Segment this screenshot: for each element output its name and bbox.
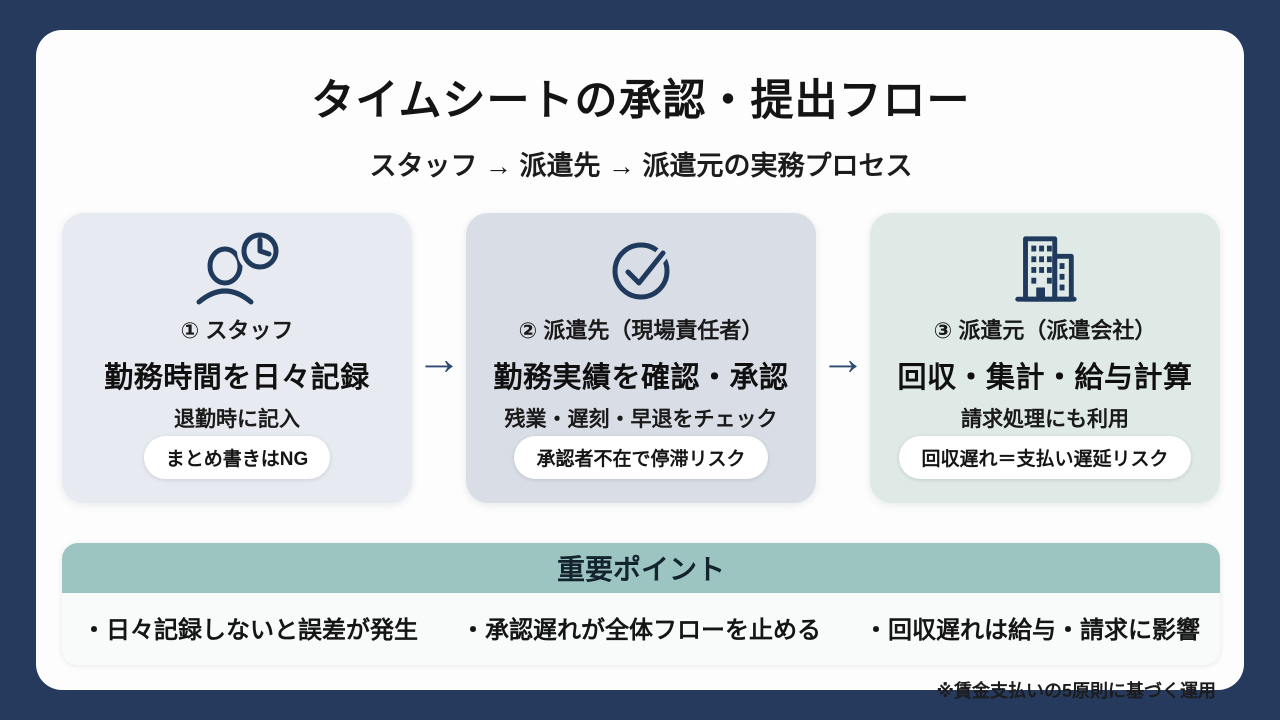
card-agency-badge: 回収遅れ＝支払い遅延リスク — [899, 436, 1191, 479]
page-subtitle: スタッフ → 派遣先 → 派遣元の実務プロセス — [369, 151, 913, 181]
key-point-item: ・日々記録しないと誤差が発生 — [82, 617, 418, 644]
card-client-step-label: ② 派遣先（現場責任者） — [518, 318, 764, 343]
card-agency-main-text: 回収・集計・給与計算 — [897, 362, 1193, 394]
slide-panel: タイムシートの承認・提出フロー スタッフ → 派遣先 → 派遣元の実務プロセス … — [36, 30, 1244, 701]
card-staff-main-text: 勤務時間を日々記録 — [104, 362, 370, 394]
card-staff-sub-text: 退勤時に記入 — [174, 408, 300, 431]
footnote: ※賃金支払いの5原則に基づく運用 — [936, 681, 1216, 701]
flow-row: ① スタッフ 勤務時間を日々記録 退勤時に記入 まとめ書きはNG → ② 派遣先… — [62, 213, 1220, 503]
key-point-item: ・承認遅れが全体フローを止める — [461, 617, 821, 644]
person-clock-icon — [185, 229, 289, 309]
card-client-main-text: 勤務実績を確認・承認 — [493, 362, 789, 394]
flow-arrow-icon: → — [416, 332, 462, 384]
flow-arrow-icon: → — [820, 332, 866, 384]
key-points-body: ・日々記録しないと誤差が発生 ・承認遅れが全体フローを止める ・回収遅れは給与・… — [62, 593, 1220, 665]
card-staff: ① スタッフ 勤務時間を日々記録 退勤時に記入 まとめ書きはNG — [62, 213, 412, 503]
card-staff-step-label: ① スタッフ — [180, 318, 294, 343]
card-client-badge: 承認者不在で停滞リスク — [514, 436, 768, 479]
card-agency-sub-text: 請求処理にも利用 — [961, 408, 1129, 431]
card-staff-badge: まとめ書きはNG — [143, 436, 331, 479]
card-agency-step-label: ③ 派遣元（派遣会社） — [933, 318, 1157, 343]
key-point-item: ・回収遅れは給与・請求に影響 — [864, 617, 1200, 644]
key-points-section: 重要ポイント ・日々記録しないと誤差が発生 ・承認遅れが全体フローを止める ・回… — [62, 543, 1220, 665]
page-title: タイムシートの承認・提出フロー — [311, 77, 971, 125]
building-icon — [1003, 229, 1087, 309]
key-points-header: 重要ポイント — [62, 543, 1220, 593]
check-circle-icon — [603, 229, 679, 309]
card-client: ② 派遣先（現場責任者） 勤務実績を確認・承認 残業・遅刻・早退をチェック 承認… — [466, 213, 816, 503]
card-agency: ③ 派遣元（派遣会社） 回収・集計・給与計算 請求処理にも利用 回収遅れ＝支払い… — [870, 213, 1220, 503]
card-client-sub-text: 残業・遅刻・早退をチェック — [504, 408, 778, 431]
